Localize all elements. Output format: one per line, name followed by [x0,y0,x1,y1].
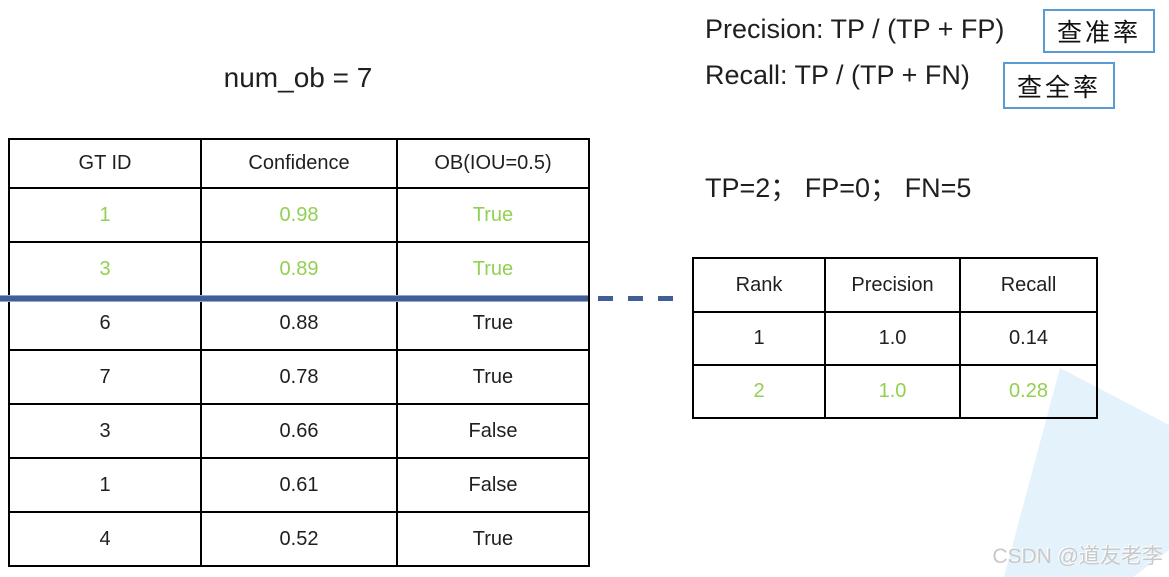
cell-confidence: 0.98 [200,187,398,243]
recall-cn-label-box: 查全率 [1003,62,1115,109]
cell-gt-id: 7 [8,349,202,405]
cell-gt-id: 1 [8,457,202,513]
precision-formula: Precision: TP / (TP + FP) [705,14,1005,44]
col-header-rank: Rank [692,257,826,313]
cell-gt-id: 4 [8,511,202,567]
table-row: 2 1.0 0.28 [692,364,1098,419]
recall-cn-label: 查全率 [1016,72,1101,102]
cell-gt-id: 6 [8,295,202,351]
cell-confidence: 0.52 [200,511,398,567]
watermark-text: CSDN @道友老李 [992,545,1163,568]
detections-table: GT ID Confidence OB(IOU=0.5) 1 0.98 True… [8,138,590,567]
cell-ob: True [396,295,590,351]
cell-gt-id: 3 [8,241,202,297]
col-header-gt-id: GT ID [8,138,202,189]
cell-gt-id: 3 [8,403,202,459]
table-row: 1 0.61 False [8,457,590,513]
tp-fp-fn-counts: TP=2； FP=0； FN=5 [705,173,972,203]
cell-ob: True [396,349,590,405]
col-header-confidence: Confidence [200,138,398,189]
cell-recall: 0.14 [959,311,1098,366]
table-row: 4 0.52 True [8,511,590,567]
cell-gt-id: 1 [8,187,202,243]
cell-confidence: 0.89 [200,241,398,297]
cell-ob: True [396,187,590,243]
cell-rank: 1 [692,311,826,366]
cell-confidence: 0.78 [200,349,398,405]
cell-ob: True [396,241,590,297]
cell-confidence: 0.61 [200,457,398,513]
col-header-precision: Precision [824,257,961,313]
recall-formula: Recall: TP / (TP + FN) [705,60,970,90]
cell-ob: False [396,403,590,459]
precision-cn-label: 查准率 [1056,18,1141,47]
rank-divider-line [0,295,588,302]
cell-recall: 0.28 [959,364,1098,419]
page-title: num_ob = 7 [223,62,373,93]
corner-polygon [1004,368,1169,577]
cell-precision: 1.0 [824,311,961,366]
rank-divider-dashed-connector [598,296,678,301]
cell-rank: 2 [692,364,826,419]
cell-ob: False [396,457,590,513]
precision-cn-label-box: 查准率 [1043,9,1155,53]
cell-ob: True [396,511,590,567]
precision-recall-table: Rank Precision Recall 1 1.0 0.14 2 1.0 0… [692,257,1098,419]
cell-precision: 1.0 [824,364,961,419]
table-header-row: Rank Precision Recall [692,257,1098,313]
table-row: 6 0.88 True [8,295,590,351]
table-row: 7 0.78 True [8,349,590,405]
table-row: 1 0.98 True [8,187,590,243]
cell-confidence: 0.66 [200,403,398,459]
cell-confidence: 0.88 [200,295,398,351]
table-row: 3 0.89 True [8,241,590,297]
col-header-recall: Recall [959,257,1098,313]
col-header-ob-iou: OB(IOU=0.5) [396,138,590,189]
table-row: 1 1.0 0.14 [692,311,1098,366]
table-header-row: GT ID Confidence OB(IOU=0.5) [8,138,590,189]
table-row: 3 0.66 False [8,403,590,459]
